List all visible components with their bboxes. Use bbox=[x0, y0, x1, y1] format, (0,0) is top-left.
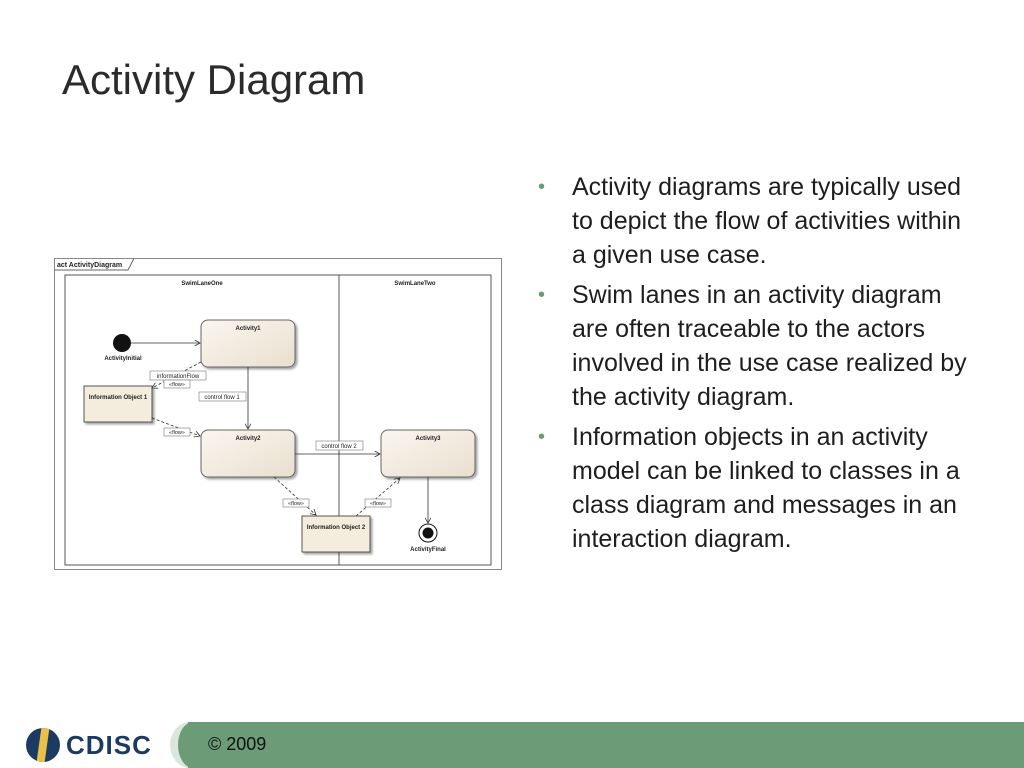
slide-footer: CDISC © 2009 bbox=[0, 722, 1024, 768]
activity2-to-info2-flow bbox=[273, 476, 316, 515]
footer-band bbox=[188, 722, 1024, 768]
bullet-marker: • bbox=[538, 176, 546, 198]
copyright-text: © 2009 bbox=[208, 734, 267, 754]
information-object1-node bbox=[83, 385, 153, 423]
flow-tag-3 bbox=[282, 498, 310, 508]
initial-node-label: ActivityInitial bbox=[104, 356, 142, 362]
bullet-item: • Activity diagrams are typically used to… bbox=[538, 170, 978, 272]
cdisc-logo-icon bbox=[26, 728, 60, 762]
flow-tag-2-label: «flow» bbox=[169, 430, 185, 436]
initial-node bbox=[113, 334, 131, 352]
slide-title: Activity Diagram bbox=[62, 56, 366, 103]
control-flow2-tag bbox=[315, 440, 364, 451]
information-flow-label: informationFlow bbox=[157, 374, 200, 380]
activity1-label: Activity1 bbox=[235, 326, 261, 332]
frame-label: act ActivityDiagram bbox=[57, 262, 122, 269]
cdisc-logo: CDISC bbox=[26, 728, 152, 762]
control-flow1-label: control flow 1 bbox=[204, 395, 240, 401]
information-object2-node bbox=[301, 515, 371, 553]
frame-tab bbox=[54, 258, 135, 271]
bullet-text: Information objects in an activity model… bbox=[572, 423, 960, 553]
bullet-text: Activity diagrams are typically used to … bbox=[572, 173, 962, 269]
bullet-marker: • bbox=[538, 284, 546, 306]
bullet-marker: • bbox=[538, 426, 546, 448]
cdisc-logo-text: CDISC bbox=[66, 729, 152, 760]
swimlane-one-label: SwimLaneOne bbox=[181, 281, 223, 287]
activity2-label: Activity2 bbox=[235, 436, 261, 442]
bullet-text: Swim lanes in an activity diagram are of… bbox=[572, 281, 967, 411]
control-flow1-tag bbox=[198, 391, 247, 402]
flow-tag-3-label: «flow» bbox=[288, 501, 304, 507]
final-node-label: ActivityFinal bbox=[410, 547, 446, 553]
info1-to-activity2-flow bbox=[151, 417, 200, 436]
footer-curve-inner bbox=[178, 722, 208, 768]
activity-diagram: act ActivityDiagram SwimLaneOne SwimLane… bbox=[54, 258, 502, 570]
information-object1-label: Information Object 1 bbox=[89, 395, 148, 401]
swimlane-two-label: SwimLaneTwo bbox=[394, 281, 436, 287]
activity3-label: Activity3 bbox=[415, 436, 441, 442]
control-flow2-label: control flow 2 bbox=[321, 444, 357, 450]
final-node-inner bbox=[422, 527, 434, 539]
bullet-list: • Activity diagrams are typically used to… bbox=[538, 170, 978, 562]
activity2-node bbox=[200, 429, 296, 478]
swimlane-container bbox=[64, 274, 492, 566]
flow-tag-1-label: «flow» bbox=[169, 382, 185, 388]
bullet-item: • Information objects in an activity mode… bbox=[538, 420, 978, 556]
bullet-item: • Swim lanes in an activity diagram are o… bbox=[538, 278, 978, 414]
flow-tag-1 bbox=[163, 379, 191, 389]
flow-tag-2 bbox=[163, 427, 191, 437]
information-object2-label: Information Object 2 bbox=[307, 525, 366, 531]
flow-tag-4 bbox=[364, 498, 392, 508]
flow-tag-4-label: «flow» bbox=[370, 501, 386, 507]
